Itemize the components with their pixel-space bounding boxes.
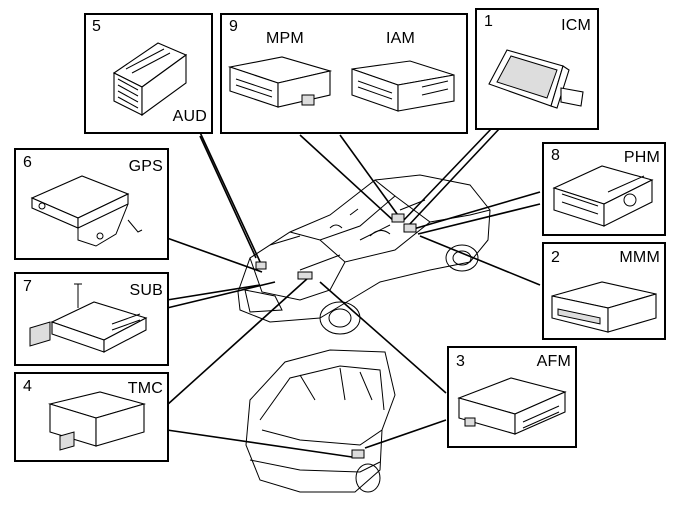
module-number: 3 [456, 353, 465, 370]
module-number: 7 [23, 278, 32, 295]
module-box-sub: 7 SUB [14, 272, 169, 366]
module-box-phm: 8 PHM [542, 142, 666, 236]
module-number: 2 [551, 249, 560, 266]
afm-module-icon [457, 377, 567, 435]
module-code: ICM [561, 17, 591, 34]
module-box-aud: 5 AUD [84, 13, 213, 134]
leader-lines [166, 127, 541, 458]
module-code: TMC [127, 380, 163, 397]
module-box-mpm-iam: 9 MPM IAM [220, 13, 468, 134]
gps-module-icon [30, 175, 143, 247]
module-number: 1 [484, 13, 493, 30]
icm-display-icon [488, 49, 584, 109]
module-number: 9 [229, 18, 238, 35]
module-number: 6 [23, 154, 32, 171]
module-number: 4 [23, 378, 32, 395]
module-code: GPS [128, 158, 163, 175]
module-code: PHM [623, 149, 660, 166]
module-code: AFM [536, 353, 571, 370]
module-box-afm: 3 AFM [447, 346, 577, 448]
module-box-icm: 1 ICM [475, 8, 599, 130]
module-code-iam: IAM [386, 30, 416, 47]
sedan-illustration [237, 174, 491, 335]
estate-illustration [245, 349, 396, 493]
module-number: 5 [92, 18, 101, 35]
module-box-mmm: 2 MMM [542, 242, 666, 340]
module-box-tmc: 4 TMC [14, 372, 169, 462]
mount-points [255, 213, 417, 459]
mpm-iam-units-icon [227, 56, 455, 112]
module-box-gps: 6 GPS [14, 148, 169, 260]
module-code: SUB [129, 282, 163, 299]
module-number: 8 [551, 147, 560, 164]
module-code: AUD [172, 108, 207, 125]
sub-amplifier-icon [29, 283, 148, 353]
aud-unit-icon [112, 42, 188, 117]
module-code-mpm: MPM [266, 30, 304, 47]
mmm-unit-icon [551, 281, 657, 333]
module-code: MMM [619, 249, 660, 266]
tmc-module-icon [47, 391, 147, 451]
phm-module-icon [552, 165, 654, 227]
